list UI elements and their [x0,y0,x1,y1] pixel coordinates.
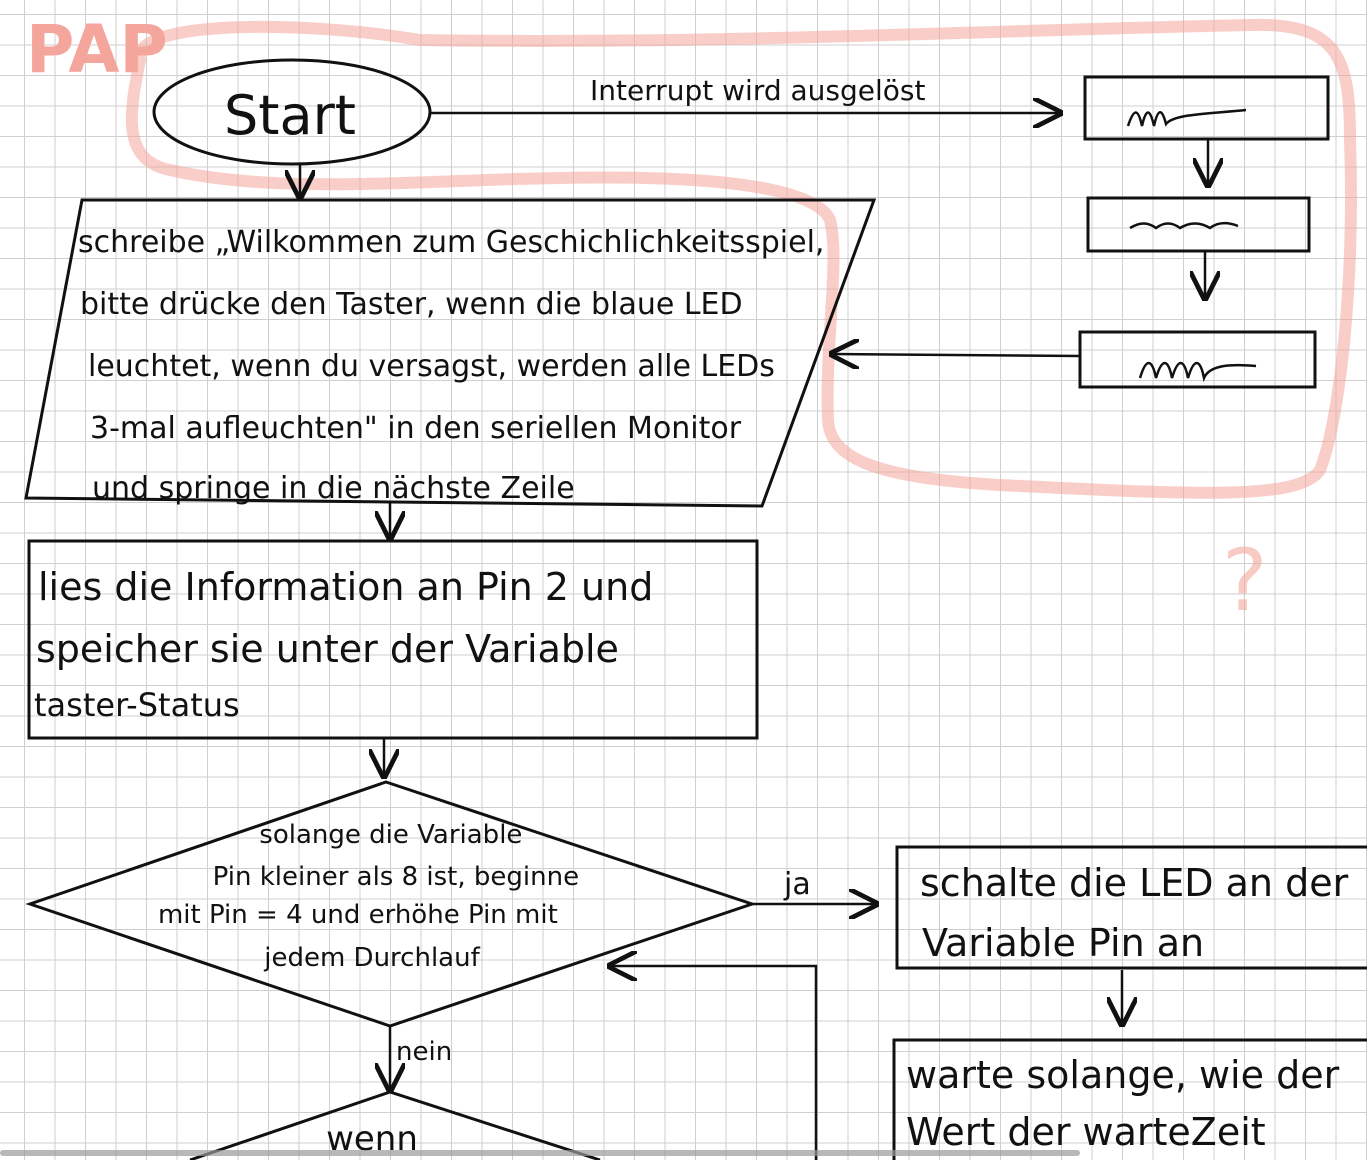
scribble-2 [1129,222,1239,230]
output-line-1: schreibe „Wilkommen zum Geschichlichkeit… [78,225,824,260]
output-text: schreibe „Wilkommen zum Geschichlichkeit… [78,225,834,506]
loop-line-1: solange die Variable [259,820,522,850]
highlight-loop [125,18,1357,499]
yes-label: ja [783,867,811,902]
if-decision-diamond [189,1090,601,1160]
read-line-1: lies die Information an Pin 2 und [38,565,653,609]
loop-line-2: Pin kleiner als 8 ist, beginne [213,862,579,892]
read-line-3: taster-Status [34,686,240,724]
loop-text: solange die Variable Pin kleiner als 8 i… [158,820,587,973]
read-process-box [27,539,759,740]
interrupt-label: Interrupt wird ausgelöst [590,74,926,107]
led-text: schalte die LED an der Variable Pin an [920,861,1360,965]
output-line-2: bitte drücke den Taster, wenn die blaue … [80,287,743,322]
scribble-1 [1126,108,1247,127]
wait-line-1: warte solange, wie der [906,1053,1340,1097]
horizontal-scrollbar[interactable] [0,1150,1080,1156]
no-label: nein [396,1037,452,1067]
interrupt-box-1 [1083,75,1330,141]
output-parallelogram [24,198,877,508]
interrupt-box-3 [1078,330,1317,389]
wait-text: warte solange, wie der Wert der warteZei… [906,1053,1351,1154]
loop-back-arrow [610,966,818,1160]
loop-line-3: mit Pin = 4 und erhöhe Pin mit [158,900,558,930]
start-label: Start [224,84,356,147]
interrupt-box-2 [1086,196,1311,253]
annotation-question-mark: ? [1222,531,1268,631]
arrow-box3-to-output [832,354,1081,356]
read-text: lies die Information an Pin 2 und speich… [34,565,665,724]
led-line-2: Variable Pin an [922,921,1204,965]
output-line-4: 3-mal aufleuchten" in den seriellen Moni… [90,411,742,446]
wait-line-2: Wert der warteZeit [906,1110,1266,1154]
led-process-box [895,845,1367,970]
wait-process-box [892,1038,1367,1160]
scribble-3 [1138,361,1257,383]
read-line-2: speicher sie unter der Variable [36,627,619,671]
led-line-1: schalte die LED an der [920,861,1349,905]
output-line-3: leuchtet, wenn du versagst, werden alle … [88,349,775,384]
output-line-5: und springe in die nächste Zeile [92,471,575,506]
loop-line-4: jedem Durchlauf [263,943,480,973]
